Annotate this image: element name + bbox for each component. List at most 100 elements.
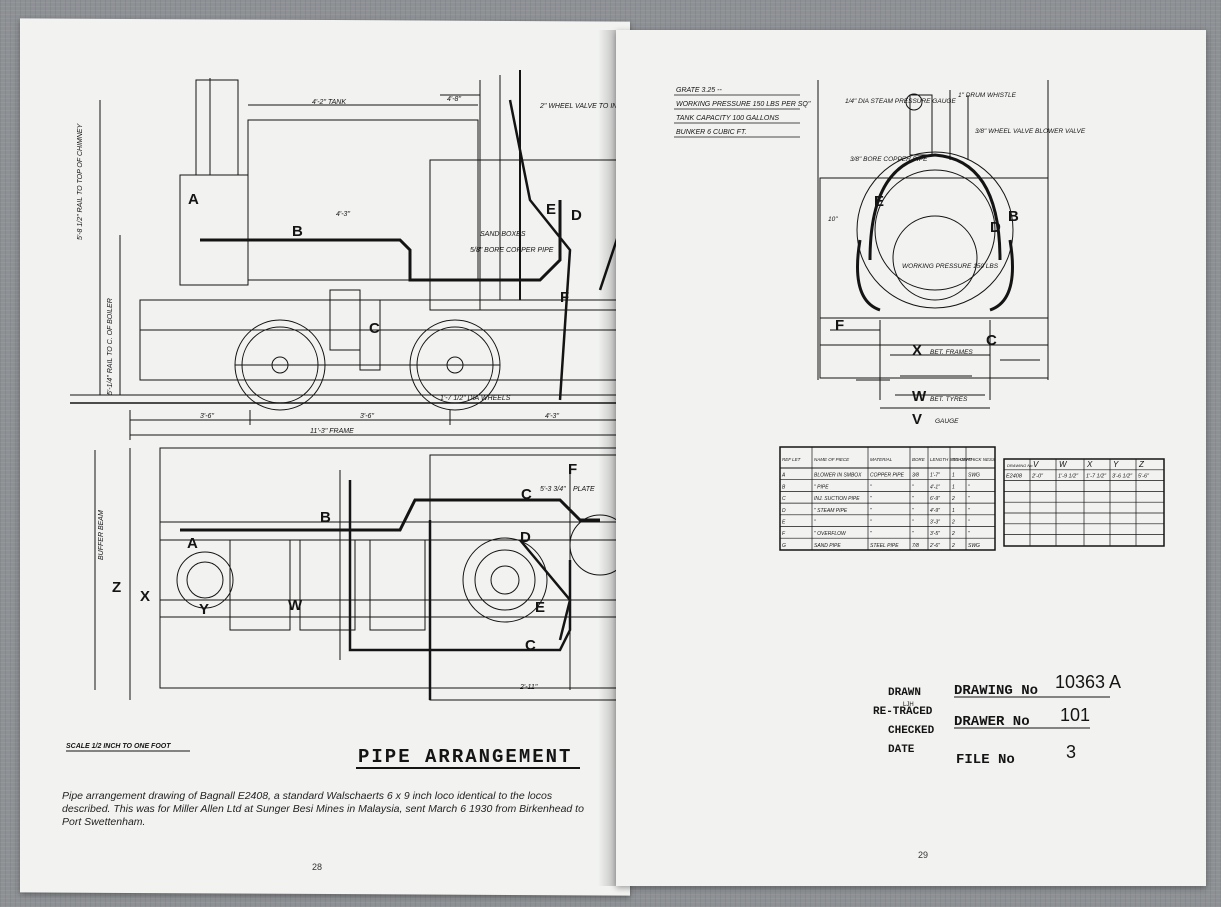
end-note-8: GAUGE <box>935 418 959 425</box>
plan-label-x: X <box>140 588 150 605</box>
pipe-table-cell: 4'-9" <box>930 508 940 514</box>
pipe-table-cell: " <box>870 496 872 502</box>
pipe-table-cell: " <box>870 520 872 526</box>
end-label-c: C <box>986 332 997 349</box>
end-label-e: E <box>874 193 884 210</box>
side-note-6: 1'-7 1/2" DIA WHEELS <box>440 395 511 402</box>
pipe-table-cell: " <box>912 520 914 526</box>
pipe-table-cell: " <box>968 496 970 502</box>
side-label-a: A <box>188 191 199 208</box>
pipe-table-header: REF LET <box>782 457 802 462</box>
dim-table-cell: 1'-7 1/2" <box>1086 474 1107 480</box>
pipe-table-cell: F <box>782 531 786 537</box>
spec-note-1: WORKING PRESSURE 150 LBS PER SQ" <box>676 101 811 108</box>
side-label-f: F <box>560 289 569 306</box>
pipe-table-cell: 3/8 <box>912 473 919 479</box>
dim-table-cell: 2'-0" <box>1031 474 1044 480</box>
pipe-table-cell: 3'-5" <box>930 531 940 537</box>
pipe-table-header: NAME OF PIECE <box>814 457 850 462</box>
end-note-6: BET. FRAMES <box>930 349 973 356</box>
end-note-1: 1" DRUM WHISTLE <box>958 92 1017 99</box>
side-label-e: E <box>546 201 556 218</box>
pipe-table-cell: STEEL PIPE <box>870 543 899 549</box>
pipe-table-header: NO OFF <box>952 457 969 462</box>
checked-label: CHECKED <box>888 725 935 737</box>
pipe-table-cell: " STEAM PIPE <box>814 508 848 514</box>
drawer-no-value: 101 <box>1060 705 1090 725</box>
plan-note-2: PLATE <box>573 486 595 493</box>
right-page-number: 29 <box>918 850 929 860</box>
pipe-table-cell: COPPER PIPE <box>870 473 905 479</box>
pipe-table-header: MATERIAL <box>870 457 893 462</box>
pipe-table-cell: B <box>782 484 786 490</box>
plan-note-0: BUFFER BEAM <box>98 510 105 560</box>
pipe-table-cell: D <box>782 508 786 514</box>
side-note-1: 4'-8" <box>447 96 461 103</box>
dim-table-cell: E2408 <box>1006 474 1023 480</box>
pipe-table-header: THICK NESS <box>968 457 995 462</box>
pipe-table-cell: " <box>968 508 970 514</box>
side-label-d: D <box>571 207 582 224</box>
dim-table-cell: 5'-6" <box>1138 474 1150 480</box>
side-note-0: 4'-2" TANK <box>312 99 346 106</box>
file-no-label: FILE No <box>956 752 1015 768</box>
side-elevation <box>70 70 642 440</box>
pipe-table-cell: BLOWER IN SMBOX <box>814 473 862 479</box>
pipe-table-cell: " <box>968 520 970 526</box>
pipe-table-cell: " <box>912 496 914 502</box>
pipe-table-cell: " <box>968 531 970 537</box>
dim-table-header: Y <box>1113 460 1119 469</box>
pipe-table-cell: " <box>968 484 970 490</box>
plan-label-f: F <box>568 461 577 478</box>
pipe-table-cell: E <box>782 520 786 526</box>
pipe-table-cell: 7/8 <box>912 543 919 549</box>
plan-label-c2: C <box>525 637 536 654</box>
side-note-2: 2" WHEEL VALVE TO INJECTORS <box>539 103 650 110</box>
dim-table-cell: 1'-9 1/2" <box>1058 474 1079 480</box>
pipe-table-cell: " <box>912 531 914 537</box>
date-label: DATE <box>888 744 915 756</box>
file-no-value: 3 <box>1066 742 1076 762</box>
plan-view <box>94 447 681 701</box>
pipe-table-cell: 1 <box>952 473 955 479</box>
pipe-table-cell: 4'-1" <box>930 484 940 490</box>
plan-label-z1: Z <box>112 579 121 596</box>
pipe-table-cell: 2 <box>951 531 955 537</box>
end-note-5: 10" <box>828 216 838 223</box>
end-note-2: 3/8" BORE COPPER PIPE <box>850 156 928 163</box>
pipe-table-cell: " <box>870 508 872 514</box>
pipe-table-cell: SAND PIPE <box>814 543 841 549</box>
plan-label-b: B <box>320 509 331 526</box>
dim-table-header: X <box>1086 460 1093 469</box>
pipe-table-cell: 2'-6" <box>929 543 940 549</box>
end-note-0: 1/4" DIA STEAM PRESSURE GAUGE <box>845 98 956 105</box>
pipe-table-cell: G <box>782 543 786 549</box>
pipe-table-cell: " PIPE <box>814 484 829 490</box>
pipe-table-header: LENGTH STRAIGHT <box>930 457 974 462</box>
drawer-no-label: DRAWER No <box>954 714 1030 730</box>
plan-note-4: 5'-3 3/4" <box>540 486 566 493</box>
side-label-b: B <box>292 223 303 240</box>
pipe-table-cell: 2 <box>951 520 955 526</box>
side-note-8: 3'-6" <box>360 413 374 420</box>
pipe-table-cell: " <box>814 520 816 526</box>
spec-note-0: GRATE 3.25 -- <box>676 87 722 94</box>
plan-label-a: A <box>187 535 198 552</box>
pipe-table-cell: " <box>870 531 872 537</box>
end-note-4: 3/8" WHEEL VALVE BLOWER VALVE <box>975 128 1086 135</box>
pipe-table-cell: " OVERFLOW <box>814 531 847 537</box>
pipe-table-cell: A <box>781 473 786 479</box>
pipe-table-cell: SWG <box>968 543 980 549</box>
end-label-b: B <box>1008 208 1019 225</box>
side-note-10: 11'-3" FRAME <box>310 428 354 435</box>
drawn-label: DRAWN <box>888 687 921 699</box>
side-note-3: 4'-3" <box>336 211 350 218</box>
end-label-v: V <box>912 411 922 428</box>
plan-note-3: 2'-11" <box>519 684 538 691</box>
plan-label-e: E <box>535 599 545 616</box>
pipe-table-cell: " <box>912 484 914 490</box>
drawing-scale: SCALE 1/2 INCH TO ONE FOOT <box>66 743 171 750</box>
